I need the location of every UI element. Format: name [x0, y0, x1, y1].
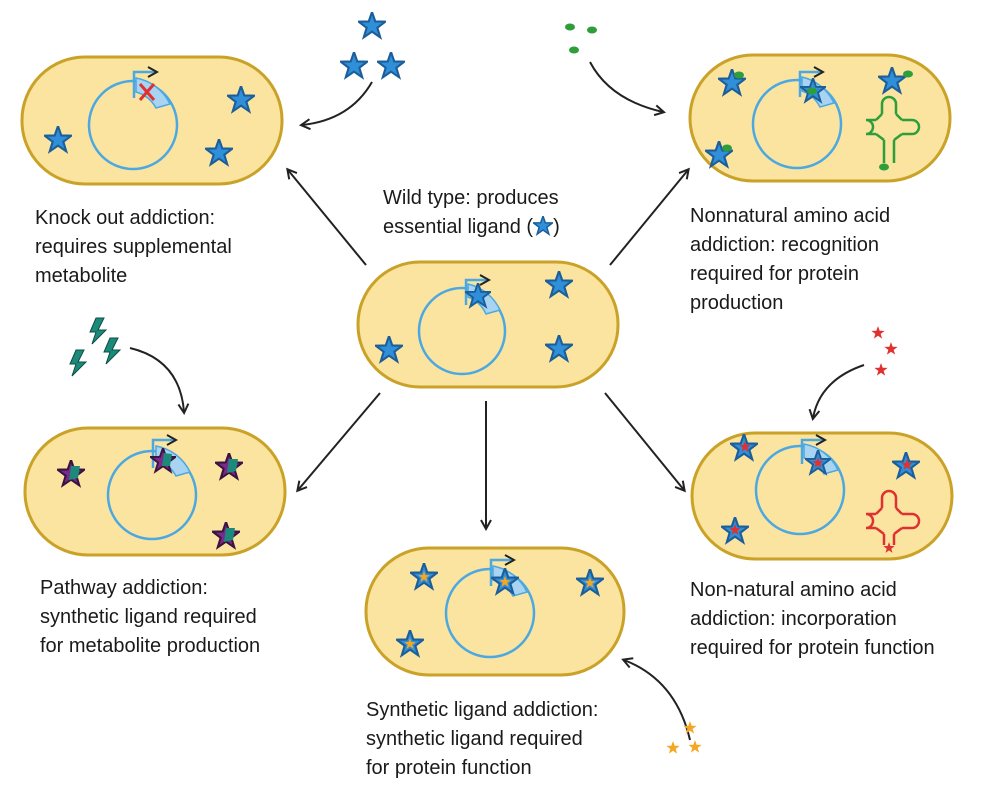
plasmid-icon: [751, 78, 843, 170]
amino-acid-dot-icon: [565, 23, 597, 54]
trna-icon: [865, 95, 921, 171]
red-amino-acid-stars: [871, 326, 898, 376]
plasmid-icon: [417, 286, 507, 376]
caption-pathway: Pathway addiction: synthetic ligand requ…: [40, 577, 261, 657]
knockout-x-icon: [138, 83, 156, 101]
cell-recognition: [688, 53, 952, 183]
promoter-arrow-icon: [798, 72, 822, 97]
caption-knockout: Knock out addiction: requires supplement…: [35, 207, 232, 287]
promoter-arrow-icon: [132, 72, 156, 98]
plasmid-icon: [754, 444, 846, 536]
caption-wild-type: Wild type: produces essential ligand (): [383, 187, 560, 238]
caption-synthetic: Synthetic ligand addiction: synthetic li…: [366, 699, 599, 779]
amino-acid-dot-icon: [722, 70, 913, 152]
cell-synthetic: [364, 546, 626, 677]
supplied-metabolite-stars: [340, 12, 405, 79]
trna-icon: [865, 489, 921, 553]
promoter-arrow-icon: [800, 440, 824, 464]
cell-knockout: [20, 55, 284, 186]
lightning-ligand-icon: [69, 317, 122, 377]
caption-recognition: Nonnatural amino acid addiction: recogni…: [690, 205, 891, 314]
caption-incorporation: Non-natural amino acid addiction: incorp…: [690, 579, 935, 659]
cell-incorporation: [690, 431, 954, 561]
arrows: [129, 61, 865, 741]
promoter-arrow-icon: [464, 280, 488, 305]
star-icon: [531, 213, 555, 236]
cell-wild-type: [356, 260, 620, 389]
pathway-star-icon: [57, 448, 243, 549]
synthetic-ligand-stars: [666, 721, 702, 754]
cell-pathway: [23, 426, 287, 557]
